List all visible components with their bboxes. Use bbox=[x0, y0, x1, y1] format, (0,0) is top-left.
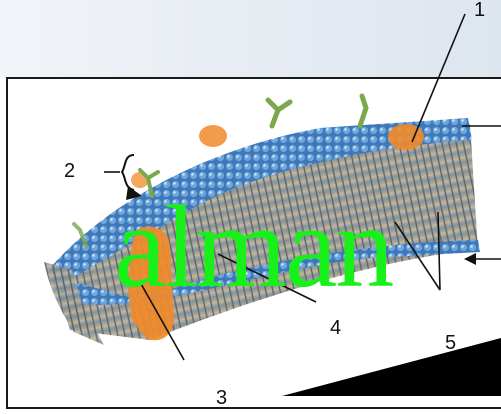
label-4: 4 bbox=[330, 318, 341, 338]
label-5: 5 bbox=[445, 333, 456, 353]
label-2: 2 bbox=[64, 161, 75, 181]
background-band bbox=[0, 0, 501, 78]
peripheral-protein-2 bbox=[199, 125, 227, 147]
label-1: 1 bbox=[474, 0, 485, 20]
label-3: 3 bbox=[216, 388, 227, 408]
watermark-text: alman bbox=[114, 188, 392, 306]
